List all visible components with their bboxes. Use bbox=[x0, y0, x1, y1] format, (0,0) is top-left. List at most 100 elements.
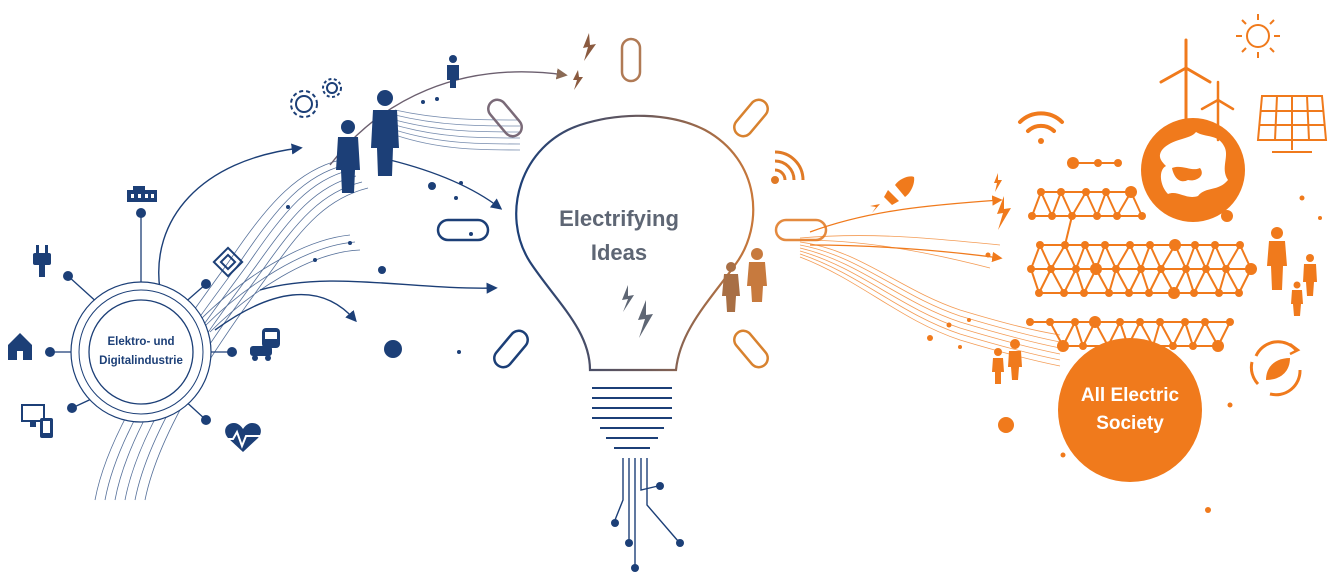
mesh-link bbox=[1140, 268, 1150, 294]
lightbulb-icon: Electrifying Ideas bbox=[436, 33, 828, 572]
mesh-node bbox=[1126, 241, 1134, 249]
mesh-node bbox=[1057, 188, 1065, 196]
right-society-group: All Electric Society bbox=[799, 14, 1328, 513]
mesh-link bbox=[1085, 191, 1098, 217]
mesh-node bbox=[1136, 318, 1144, 326]
mesh-link bbox=[1050, 244, 1066, 270]
mesh-link bbox=[1192, 321, 1206, 347]
left-flow-lines bbox=[94, 159, 369, 501]
mesh-link bbox=[1140, 244, 1151, 270]
mesh-node bbox=[1211, 241, 1219, 249]
mesh-node bbox=[1235, 289, 1243, 297]
lightning-bolt-icon bbox=[573, 70, 583, 90]
hub-spoke-nodes bbox=[45, 208, 237, 425]
mesh-node bbox=[1114, 159, 1122, 167]
mesh-node bbox=[1125, 186, 1137, 198]
mesh-node bbox=[1112, 265, 1120, 273]
mesh-node bbox=[1026, 318, 1034, 326]
mesh-node bbox=[1067, 157, 1079, 169]
person-icon bbox=[992, 348, 1004, 384]
left-hub-group: Elektro- und Digitalindustrie bbox=[8, 55, 568, 501]
mesh-node bbox=[1079, 342, 1087, 350]
mesh-node bbox=[1157, 265, 1165, 273]
mesh-link bbox=[1039, 244, 1052, 270]
chip-icon bbox=[212, 246, 244, 278]
mesh-node bbox=[1068, 212, 1076, 220]
mesh-node bbox=[1168, 287, 1180, 299]
wind-turbine-icon bbox=[1159, 38, 1235, 142]
mesh-link bbox=[1031, 191, 1042, 217]
flow-arrow-7 bbox=[809, 244, 1003, 263]
mesh-node bbox=[1222, 265, 1230, 273]
mesh-node bbox=[1169, 342, 1177, 350]
mesh-link bbox=[1105, 191, 1118, 217]
mesh-link bbox=[1185, 268, 1195, 294]
mesh-node bbox=[1226, 318, 1234, 326]
mesh-link bbox=[1075, 268, 1085, 294]
mesh-node bbox=[1137, 265, 1145, 273]
mesh-node bbox=[1048, 212, 1056, 220]
mesh-link bbox=[1096, 191, 1107, 217]
left-hub-label-line-2: Digitalindustrie bbox=[99, 355, 183, 367]
mesh-link bbox=[1050, 268, 1065, 294]
mesh-node bbox=[1105, 289, 1113, 297]
right-flow-strands bbox=[799, 235, 1061, 367]
mesh-link bbox=[1205, 268, 1220, 294]
mesh-link bbox=[1064, 215, 1073, 246]
mesh-node bbox=[1215, 289, 1223, 297]
heartbeat-icon bbox=[225, 423, 261, 452]
mesh-node bbox=[1169, 239, 1181, 251]
flow-arrow-1 bbox=[158, 143, 303, 291]
mesh-link bbox=[1152, 321, 1161, 347]
mesh-link bbox=[1030, 268, 1040, 294]
mesh-link bbox=[1115, 268, 1130, 294]
mesh-node bbox=[1090, 263, 1102, 275]
mesh-link bbox=[1075, 244, 1086, 270]
mesh-node bbox=[1138, 212, 1146, 220]
mesh-node bbox=[1036, 241, 1044, 249]
flow-arrow-5 bbox=[329, 68, 568, 166]
person-icon bbox=[336, 120, 360, 193]
mesh-node bbox=[1116, 318, 1124, 326]
scatter-dots-left bbox=[286, 97, 473, 358]
mesh-link bbox=[1104, 244, 1117, 270]
sun-icon bbox=[1236, 14, 1280, 58]
mesh-node bbox=[1082, 188, 1090, 196]
mesh-link bbox=[1185, 244, 1196, 270]
person-icon bbox=[371, 90, 399, 176]
mesh-node bbox=[1081, 241, 1089, 249]
mesh-link bbox=[1030, 244, 1041, 270]
mesh-node bbox=[1181, 318, 1189, 326]
left-hub-label-line-1: Elektro- und bbox=[107, 336, 174, 348]
mesh-link bbox=[1128, 268, 1142, 294]
mesh-node bbox=[1071, 318, 1079, 326]
bulb-rays bbox=[436, 37, 828, 369]
mesh-node bbox=[1201, 318, 1209, 326]
mesh-node bbox=[1028, 212, 1036, 220]
mesh-node bbox=[1072, 265, 1080, 273]
bulb-label-line-2: Ideas bbox=[591, 240, 647, 265]
plug-icon bbox=[33, 245, 51, 277]
mesh-node bbox=[1146, 241, 1154, 249]
mesh-node bbox=[1035, 289, 1043, 297]
flow-arrow-6 bbox=[809, 195, 1003, 233]
mesh-link bbox=[1205, 244, 1216, 270]
mesh-link bbox=[1074, 321, 1084, 347]
bulb-base bbox=[592, 387, 672, 449]
mesh-node bbox=[1102, 188, 1110, 196]
mesh-node bbox=[1094, 159, 1102, 167]
mesh-link bbox=[1038, 268, 1052, 294]
mesh-node bbox=[1093, 212, 1101, 220]
mesh-link bbox=[1214, 244, 1227, 270]
person-icon bbox=[1008, 339, 1022, 380]
rocket-icon bbox=[870, 176, 915, 213]
home-icon bbox=[8, 333, 32, 360]
mesh-node bbox=[1182, 265, 1190, 273]
lightning-bolt-icon bbox=[997, 196, 1011, 230]
mesh-node bbox=[1061, 241, 1069, 249]
person-icon bbox=[1291, 281, 1303, 316]
mesh-node bbox=[1191, 241, 1199, 249]
mesh-link bbox=[1172, 321, 1186, 347]
